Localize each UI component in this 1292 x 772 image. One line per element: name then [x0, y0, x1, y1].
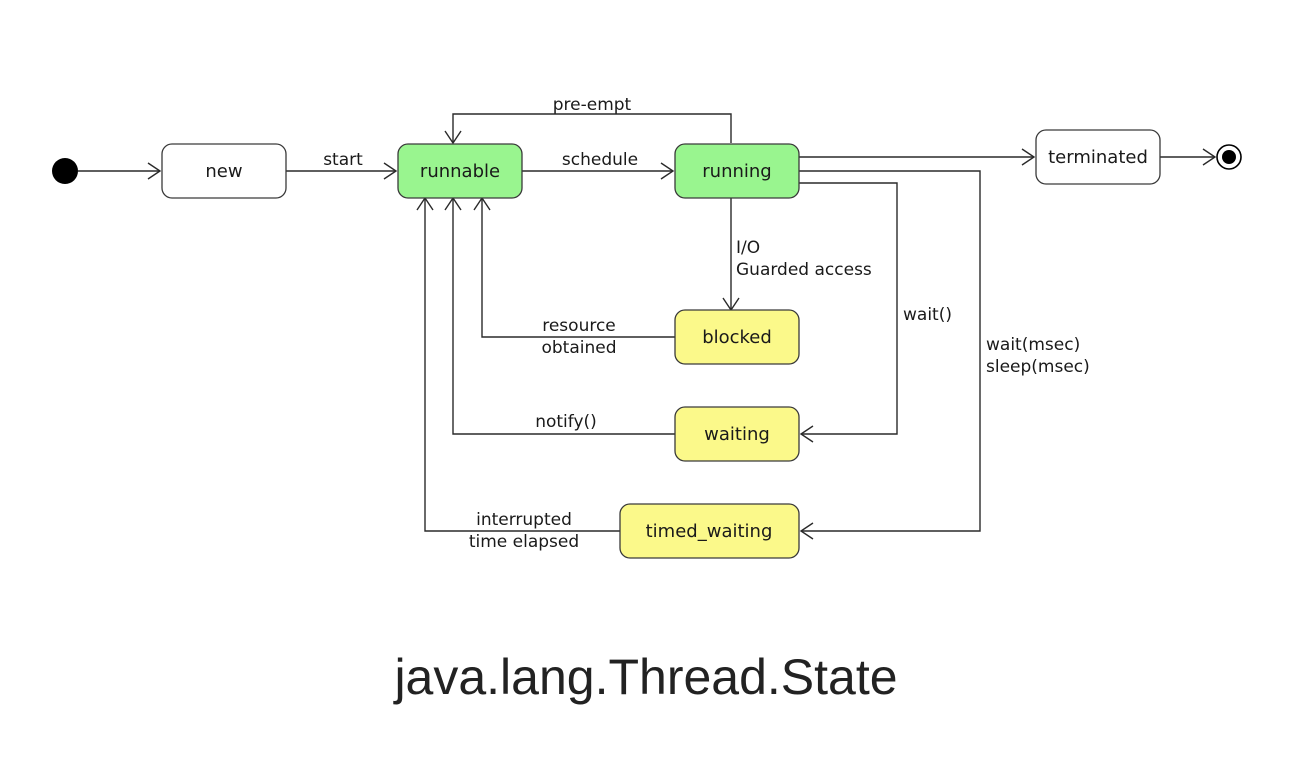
diagram-caption: java.lang.Thread.State: [394, 649, 898, 705]
label-obtained: obtained: [541, 338, 616, 358]
state-runnable-box: [397, 143, 523, 199]
edge-pre-empt: [444, 113, 732, 145]
state-running: running: [674, 143, 800, 199]
state-new: new: [161, 143, 287, 199]
state-waiting-box: [674, 406, 800, 462]
state-blocked-box: [674, 309, 800, 365]
label-sleep-msec: sleep(msec): [986, 357, 1090, 377]
edge-schedule: [522, 162, 675, 180]
state-terminated: terminated: [1035, 129, 1161, 185]
state-timed-waiting-label: timed_waiting: [646, 521, 773, 542]
label-io: I/O: [736, 238, 760, 258]
edge-to-final: [1160, 148, 1217, 166]
label-notify: notify(): [535, 412, 597, 432]
edge-wait: [799, 182, 898, 443]
state-blocked: blocked: [674, 309, 800, 365]
label-schedule: schedule: [562, 150, 638, 170]
final-state-marker: [1216, 144, 1242, 170]
state-terminated-box: [1035, 129, 1161, 185]
state-waiting-label: waiting: [704, 424, 770, 445]
edge-wait-sleep-msec: [799, 170, 981, 540]
label-interrupted: interrupted: [476, 510, 572, 530]
state-running-label: running: [702, 161, 771, 182]
label-pre-empt: pre-empt: [553, 95, 632, 115]
edge-start: [286, 162, 398, 180]
state-runnable-label: runnable: [420, 161, 500, 182]
state-new-label: new: [205, 161, 242, 182]
label-wait: wait(): [903, 305, 952, 325]
label-resource: resource: [542, 316, 616, 336]
edge-terminate: [799, 148, 1036, 166]
state-runnable: runnable: [397, 143, 523, 199]
state-blocked-label: blocked: [702, 327, 772, 348]
state-new-box: [161, 143, 287, 199]
state-running-box: [674, 143, 800, 199]
label-time-elapsed: time elapsed: [469, 532, 579, 552]
label-guarded-access: Guarded access: [736, 260, 872, 280]
edge-initial-to-new: [78, 162, 162, 180]
state-timed-waiting: timed_waiting: [619, 503, 800, 559]
label-wait-msec: wait(msec): [986, 335, 1080, 355]
state-terminated-label: terminated: [1048, 147, 1148, 168]
label-start: start: [323, 150, 363, 170]
edge-interrupted-elapsed: [416, 196, 620, 532]
state-waiting: waiting: [674, 406, 800, 462]
initial-state-dot: [52, 158, 78, 184]
state-timed-waiting-box: [619, 503, 800, 559]
